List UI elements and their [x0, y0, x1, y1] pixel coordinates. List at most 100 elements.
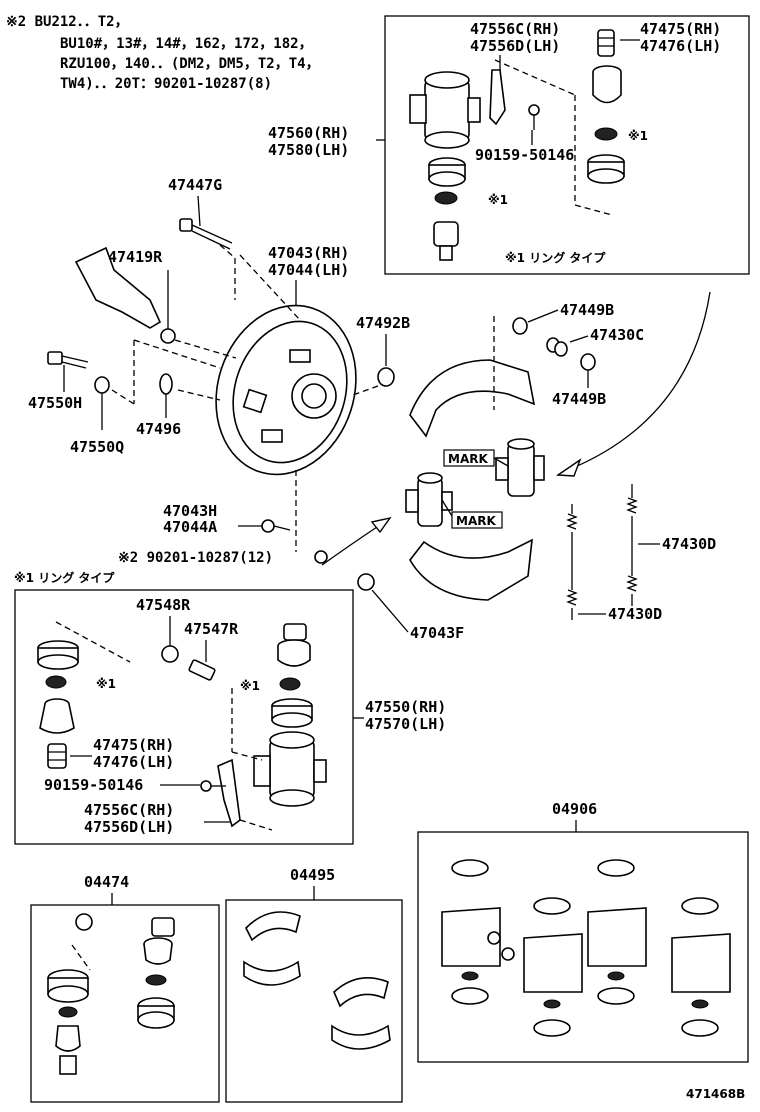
clip-47449b-lower-icon [580, 353, 596, 371]
small-arrow-icon [321, 524, 381, 566]
label-47556d-lh-top: 47556D(LH) [470, 37, 560, 55]
wheel-cylinder-top-icon [409, 71, 481, 149]
cup-top-right-icon [587, 154, 625, 184]
label-47556d-lh-bot: 47556D(LH) [84, 818, 174, 836]
curved-arrow-icon [567, 291, 711, 471]
spring-47430d-short-icon [566, 504, 578, 620]
piston-bottom-icon [39, 698, 75, 734]
note2-line3: RZU100，140．．(DM2，DM5，T2，T4， [60, 56, 320, 72]
label-47419r: 47419R [108, 248, 163, 266]
label-47550h: 47550H [28, 394, 82, 412]
label-47496: 47496 [136, 420, 181, 438]
bleeder-screw-bottom-icon [277, 623, 311, 667]
washer-47550q-icon [94, 376, 110, 394]
label-47475-rh-bot: 47475(RH) [93, 736, 174, 754]
axle-housing-icon [74, 246, 162, 329]
wheel-cylinder-upper-mark-icon [495, 438, 545, 497]
note2-line1: ※2 BU212．．T2， [6, 14, 129, 30]
label-47043f: 47043F [410, 624, 464, 642]
small-arrow-head-icon [370, 516, 392, 534]
label-47476-lh-bot: 47476(LH) [93, 753, 174, 771]
nut-47419r-icon [160, 328, 176, 344]
label-47547r: 47547R [184, 620, 239, 638]
label-47556c-rh-bot: 47556C(RH) [84, 801, 174, 819]
arrow-head-icon [555, 458, 582, 477]
kit-04495-shoes-icon [243, 911, 391, 1050]
cup-bottom-right-icon [271, 698, 313, 728]
note2-line2: BU10#，13#，14#，162，172，182， [60, 36, 313, 52]
label-47430d-a: 47430D [662, 535, 716, 553]
ring-type-top-note: ※1 リング タイプ [505, 250, 606, 265]
bracket-bottom-icon [217, 758, 241, 828]
label-04906: 04906 [552, 800, 597, 818]
bolt-top-icon [528, 104, 540, 130]
label-47044-lh: 47044(LH) [268, 261, 349, 279]
star1-top-left: ※1 [488, 193, 508, 207]
figure-id: 471468B [686, 1087, 745, 1101]
label-47550-rh: 47550(RH) [365, 698, 446, 716]
gasket-47496-icon [159, 373, 173, 395]
label-47430d-b: 47430D [608, 605, 662, 623]
kit-04474-box [30, 904, 220, 1103]
cap-47548r-icon [161, 645, 179, 663]
bolt-47550h-icon [47, 351, 89, 369]
cup-top-left-icon [428, 157, 466, 187]
cup-bottom-left-icon [37, 640, 79, 670]
label-47560-rh: 47560(RH) [268, 124, 349, 142]
ring-top-left-icon [434, 191, 458, 205]
bleeder-47547r-icon [188, 659, 216, 681]
spring-47430d-long-icon [626, 484, 638, 606]
label-04474: 04474 [84, 873, 129, 891]
mark-label-b: MARK [456, 514, 496, 528]
backing-plate-icon [215, 304, 357, 476]
bottom-cylinder-box [14, 589, 354, 845]
label-47570-lh: 47570(LH) [365, 715, 446, 733]
bolt-47447g-icon [179, 218, 233, 250]
label-90159-top: 90159-50146 [475, 146, 574, 164]
bolt-47043h-icon [261, 519, 291, 533]
bracket-top-icon [489, 69, 506, 126]
wheel-cylinder-lower-mark-icon [405, 472, 453, 527]
label-47449b-a: 47449B [560, 301, 614, 319]
label-47449b-b: 47449B [552, 390, 606, 408]
ring-bottom-right-icon [279, 677, 301, 691]
nut-47043f-icon [357, 573, 375, 591]
label-47548r: 47548R [136, 596, 191, 614]
ring-bottom-left-icon [45, 675, 67, 689]
label-47580-lh: 47580(LH) [268, 141, 349, 159]
label-47492b: 47492B [356, 314, 410, 332]
bleeder-top-left-icon [433, 221, 459, 261]
mark-box-b [451, 511, 503, 529]
label-47475-rh-top: 47475(RH) [640, 20, 721, 38]
spring-47430c-icon [546, 337, 568, 357]
ring-type-left-note: ※1 リング タイプ [14, 570, 115, 585]
note2-lower: ※2 90201-10287(12) [118, 550, 273, 566]
kit-04495-box [225, 899, 403, 1103]
top-cylinder-box [384, 15, 750, 275]
star1-bottom-left: ※1 [96, 677, 116, 691]
ring-top-right-icon [594, 127, 618, 141]
label-04495: 04495 [290, 866, 335, 884]
piston-top-icon [592, 65, 622, 104]
label-47044a: 47044A [163, 518, 217, 536]
label-47550q: 47550Q [70, 438, 124, 456]
label-47556c-rh-top: 47556C(RH) [470, 20, 560, 38]
label-47447g: 47447G [168, 176, 222, 194]
washer-note2-icon [314, 550, 328, 564]
note2-line4: TW4)．．20T：90201-10287(8) [60, 76, 272, 92]
nut-47492b-icon [377, 367, 395, 387]
brake-shoe-lower-icon [409, 538, 533, 601]
kit-04906-box [417, 831, 749, 1063]
kit-04474-parts-icon [47, 913, 175, 1075]
bleeder-bottom-left-icon [47, 743, 67, 769]
label-47043h: 47043H [163, 502, 217, 520]
label-47043-rh: 47043(RH) [268, 244, 349, 262]
star1-bottom-right: ※1 [240, 679, 260, 693]
label-47430c: 47430C [590, 326, 644, 344]
label-90159-bot: 90159-50146 [44, 776, 143, 794]
star1-top-right: ※1 [628, 129, 648, 143]
brake-shoe-upper-icon [409, 359, 536, 438]
label-47476-lh-top: 47476(LH) [640, 37, 721, 55]
